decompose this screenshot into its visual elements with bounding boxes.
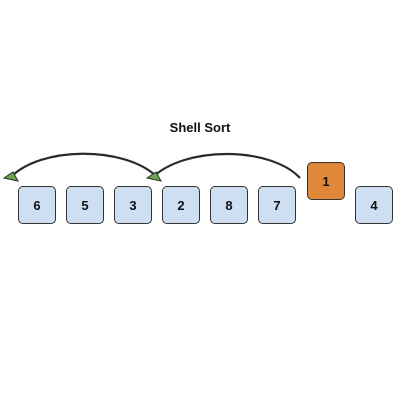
array-cell-6-lifted: 1 (307, 162, 345, 200)
arrow-5-to-3 (151, 152, 301, 179)
array-cell-3: 2 (162, 186, 200, 224)
array-cell-5: 7 (258, 186, 296, 224)
array-cell-4: 8 (210, 186, 248, 224)
array-cell-0: 6 (18, 186, 56, 224)
arrowhead-5-to-3 (145, 171, 162, 182)
arrowhead-3-to-0 (2, 171, 19, 182)
array-cell-2: 3 (114, 186, 152, 224)
array-cell-7: 4 (355, 186, 393, 224)
arrow-3-to-0 (9, 152, 157, 179)
array-cell-1: 5 (66, 186, 104, 224)
diagram-title: Shell Sort (169, 120, 231, 135)
